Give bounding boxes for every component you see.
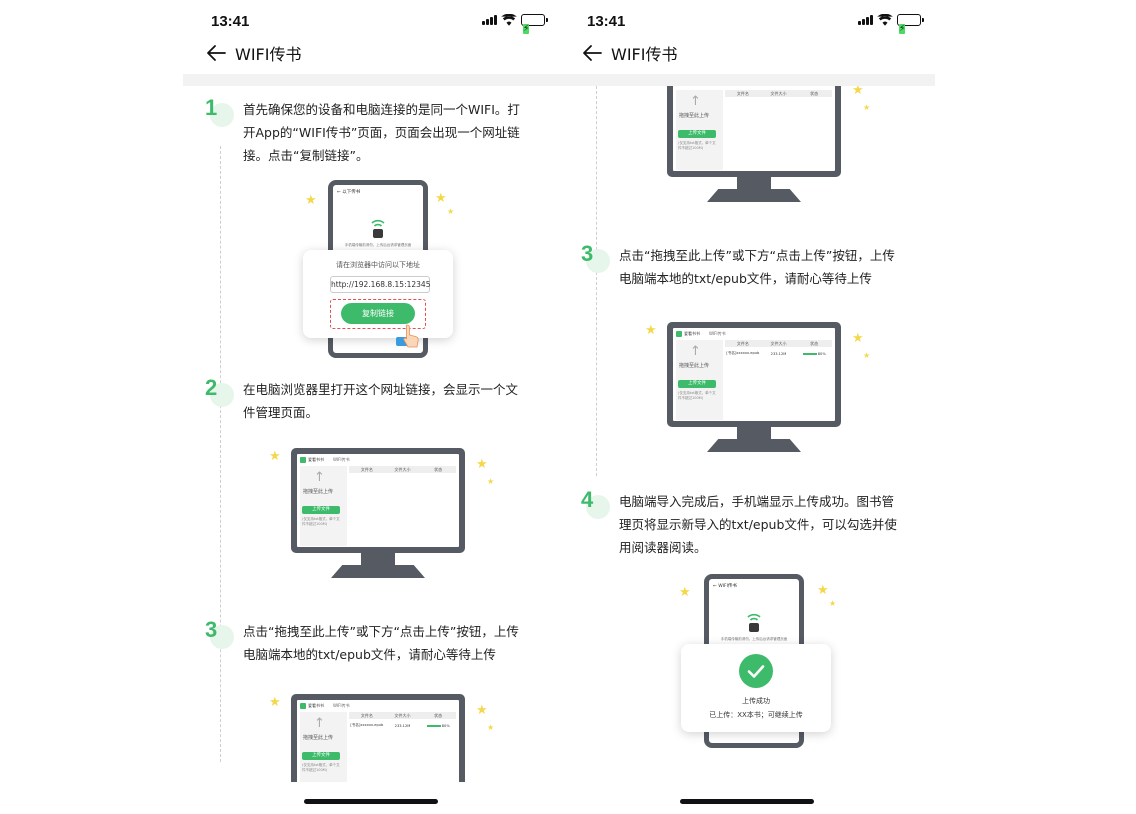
phone-screen-left: 13:41 ⚡ WIFI传书 1 首先确保您的设备和电脑连接的是同一个WIFI。…: [183, 0, 559, 814]
home-indicator: [304, 799, 438, 804]
star-icon: ★: [476, 457, 488, 472]
star-icon: ★: [817, 583, 829, 598]
battery-charging-icon: ⚡: [897, 14, 924, 34]
status-bar: 13:41 ⚡: [587, 12, 924, 34]
star-icon: ★: [305, 193, 317, 208]
guide-content[interactable]: 1 首先确保您的设备和电脑连接的是同一个WIFI。打开App的“WIFI传书”页…: [183, 86, 559, 782]
hand-pointer-icon: [396, 324, 419, 348]
wifi-icon: [877, 14, 893, 26]
status-bar: 13:41 ⚡: [211, 12, 548, 34]
signal-icon: [858, 15, 873, 25]
timeline-dashed-line: [220, 146, 221, 762]
nav-bar: WIFI传书: [581, 40, 935, 66]
back-arrow-icon[interactable]: [581, 44, 603, 62]
signal-icon: [482, 15, 497, 25]
step-text: 点击“拖拽至此上传”或下方“点击上传”按钮，上传电脑端本地的txt/epub文件…: [619, 248, 895, 286]
step-number-badge: 1: [205, 95, 235, 128]
star-icon: ★: [863, 103, 871, 112]
home-indicator: [680, 799, 814, 804]
illu-monitor-empty: ↑ 拖拽至此上传 上传文件 (仅支持txt格式，单个文件不超过100M) 文件名…: [667, 86, 841, 206]
status-time: 13:41: [211, 13, 250, 30]
wifi-transfer-icon: [747, 613, 761, 632]
battery-charging-icon: ⚡: [521, 14, 548, 34]
star-icon: ★: [269, 449, 281, 464]
star-icon: ★: [852, 86, 864, 98]
page-title: WIFI传书: [611, 45, 678, 64]
star-icon: ★: [852, 331, 864, 346]
page-title: WIFI传书: [235, 45, 302, 64]
star-icon: ★: [447, 207, 455, 216]
star-icon: ★: [645, 323, 657, 338]
illu-copy-button: 复制链接: [341, 303, 415, 324]
star-icon: ★: [679, 585, 691, 600]
header-divider: [559, 74, 935, 86]
step-number-badge: 2: [205, 375, 235, 408]
header-divider: [183, 74, 559, 86]
illu-url-field: http://192.168.8.15:12345: [330, 276, 430, 293]
step-text: 电脑端导入完成后，手机端显示上传成功。图书管理页将显示新导入的txt/epub文…: [619, 494, 897, 555]
illu-success-card: 上传成功 已上传：XX本书；可继续上传: [681, 644, 831, 732]
star-icon: ★: [476, 703, 488, 718]
upload-arrow-icon: ↑: [314, 470, 325, 485]
star-icon: ★: [863, 351, 871, 360]
nav-bar: WIFI传书: [205, 40, 559, 66]
step-number-badge: 3: [581, 241, 611, 274]
wifi-icon: [501, 14, 517, 26]
star-icon: ★: [269, 695, 281, 710]
wifi-transfer-icon: [371, 219, 385, 238]
phone-screen-right: 13:41 ⚡ WIFI传书 ↑ 拖拽至此上传 上传文件 (仅支持txt格式，单…: [559, 0, 935, 814]
step-text: 首先确保您的设备和电脑连接的是同一个WIFI。打开App的“WIFI传书”页面，…: [243, 102, 520, 163]
status-time: 13:41: [587, 13, 626, 30]
step-number-badge: 4: [581, 487, 611, 520]
step-text: 点击“拖拽至此上传”或下方“点击上传”按钮，上传电脑端本地的txt/epub文件…: [243, 624, 519, 662]
star-icon: ★: [487, 477, 495, 486]
back-arrow-icon[interactable]: [205, 44, 227, 62]
illu-link-card: 请在浏览器中访问以下地址 http://192.168.8.15:12345 复…: [303, 250, 453, 338]
step-text: 在电脑浏览器里打开这个网址链接，会显示一个文件管理页面。: [243, 382, 519, 420]
step-number-badge: 3: [205, 617, 235, 650]
timeline-dashed-line: [596, 86, 597, 476]
star-icon: ★: [435, 191, 447, 206]
star-icon: ★: [487, 723, 495, 732]
illustration-upload-success: ← WIFI传书 手机端传输前请勿，上传后台请求管理页面 上传成功 已上传：XX…: [679, 572, 839, 752]
check-circle-icon: [739, 654, 773, 688]
guide-content[interactable]: ↑ 拖拽至此上传 上传文件 (仅支持txt格式，单个文件不超过100M) 文件名…: [559, 86, 935, 782]
star-icon: ★: [829, 599, 837, 608]
illustration-copy-link: ← 以下传书 手机端传输前请勿，上传后台请求管理页面 请在浏览器中访问以下地址 …: [303, 180, 463, 360]
